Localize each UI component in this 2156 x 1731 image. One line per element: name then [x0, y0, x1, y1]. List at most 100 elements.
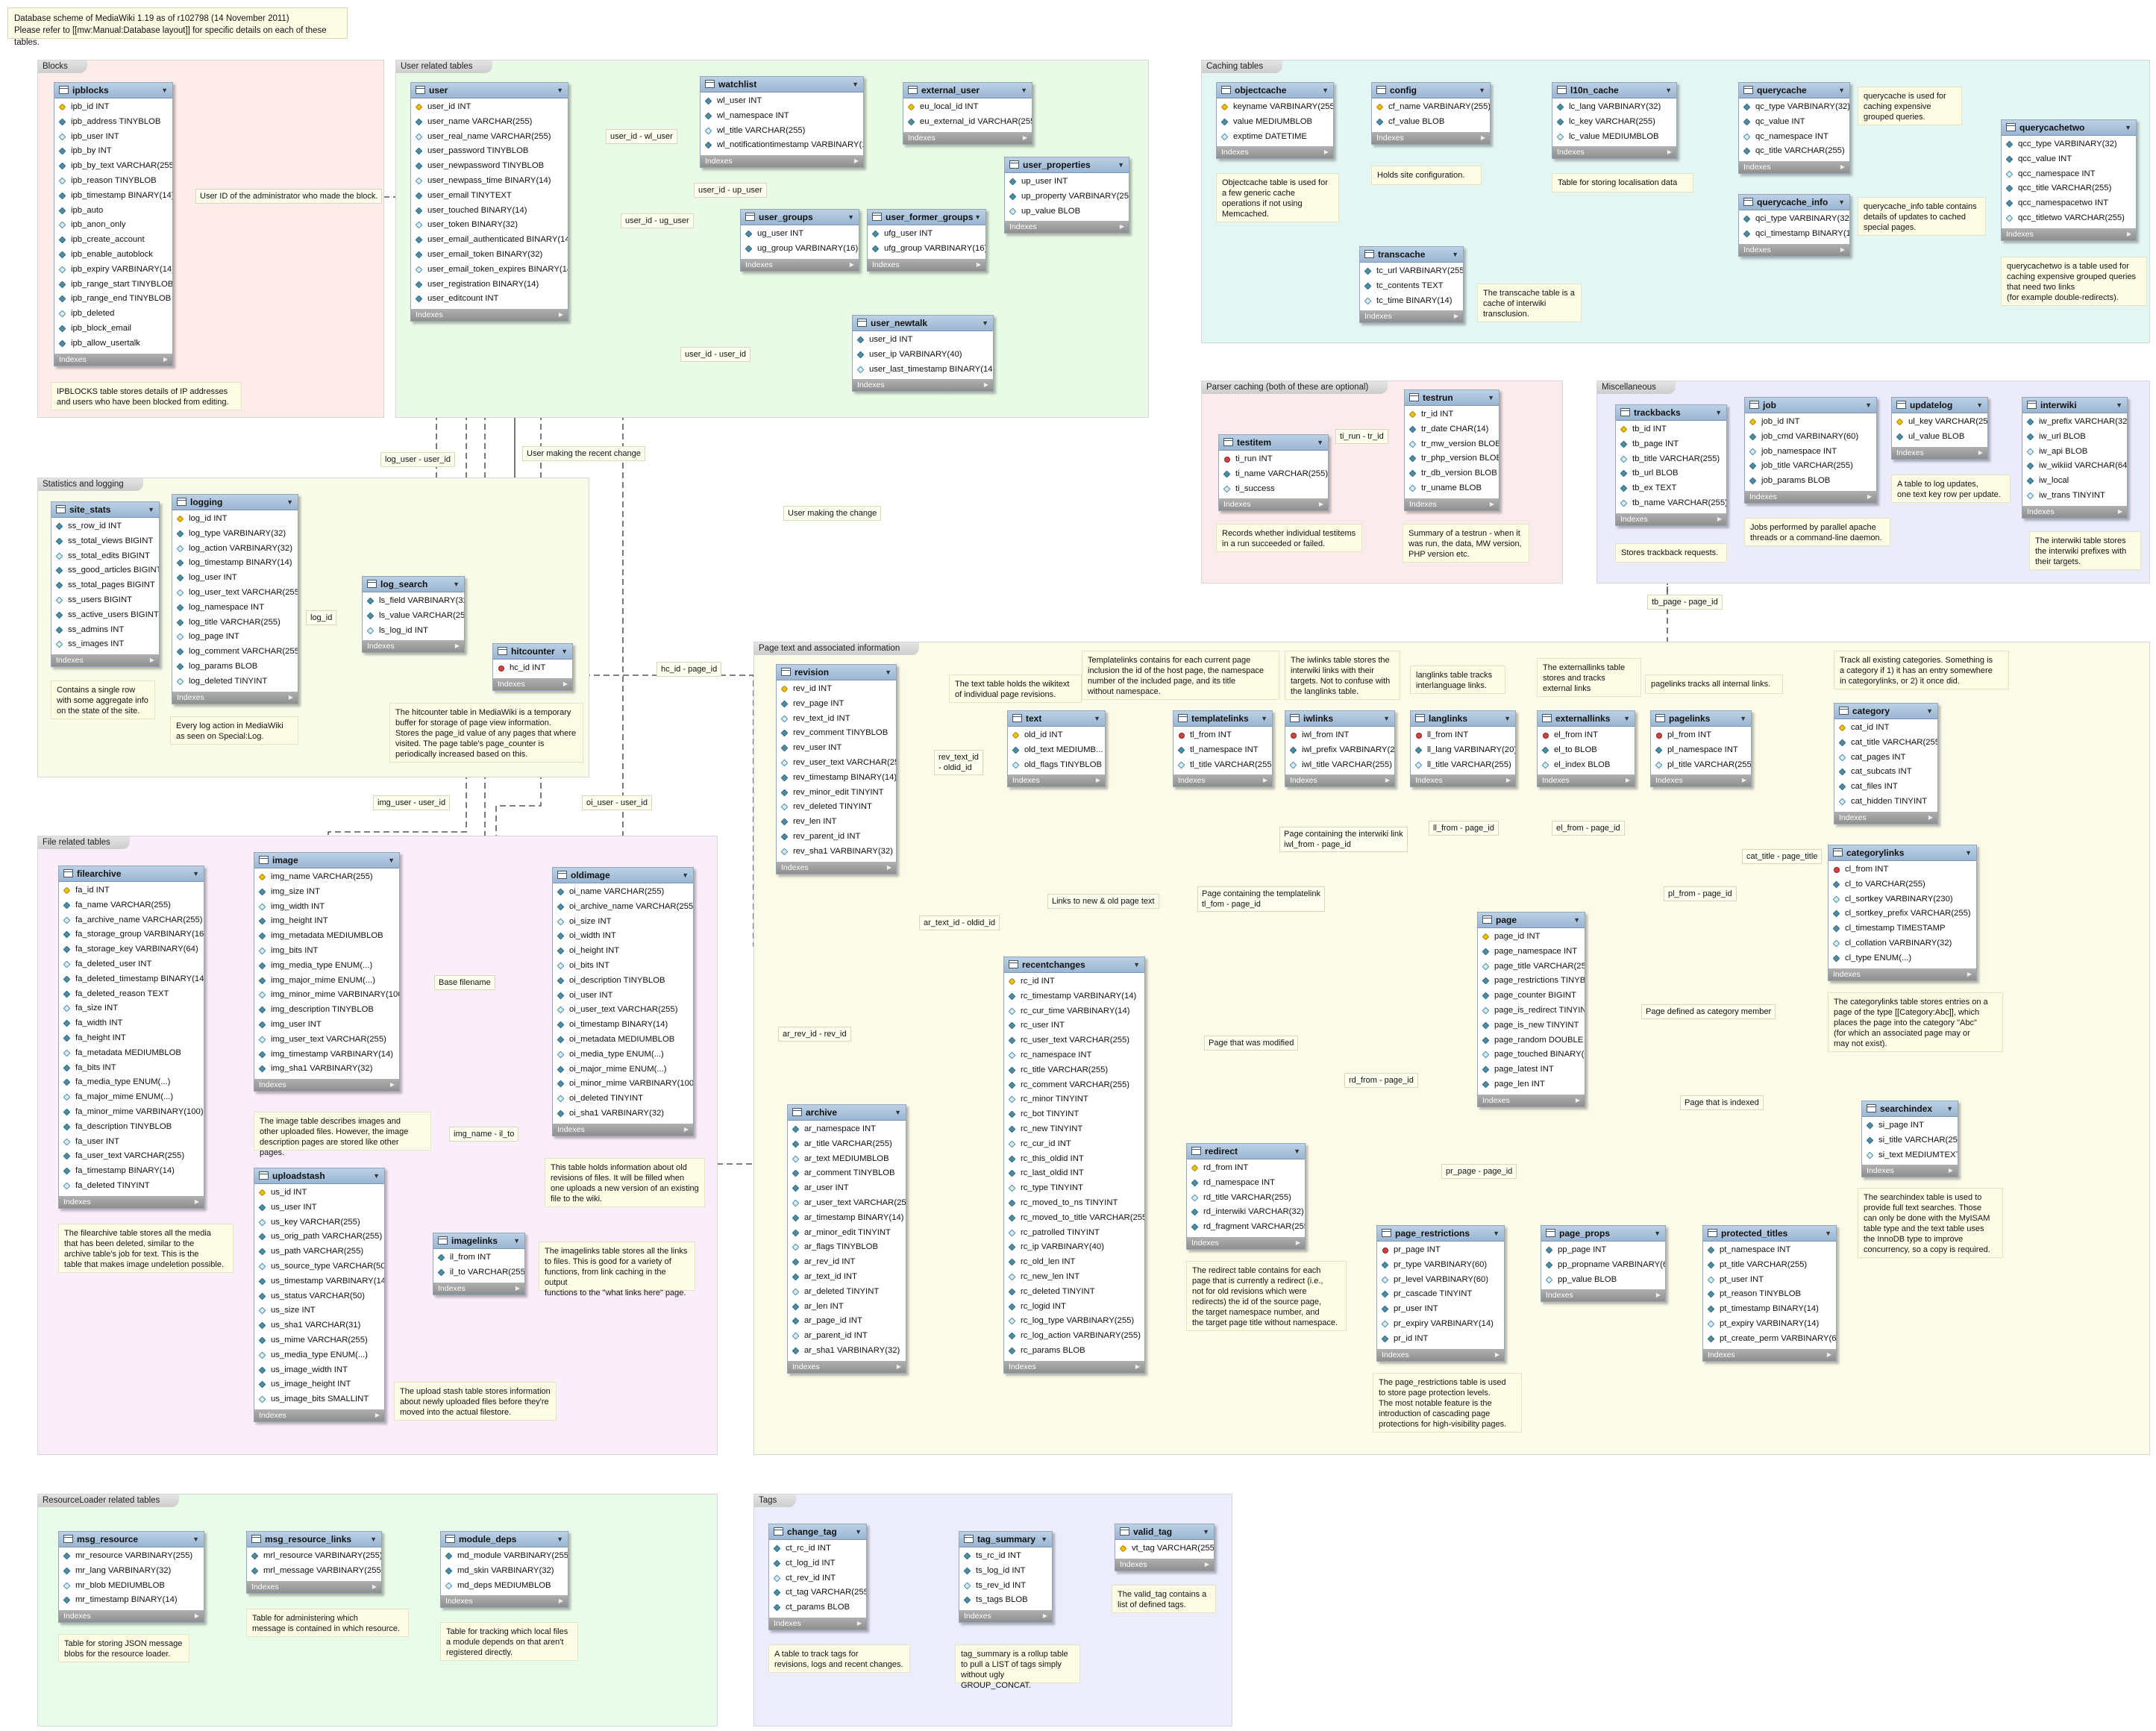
collapse-arrow-icon[interactable]: ▼: [1623, 715, 1630, 722]
collapse-arrow-icon[interactable]: ▼: [1488, 394, 1494, 401]
table-header[interactable]: page▼: [1478, 913, 1585, 928]
collapse-arrow-icon[interactable]: ▼: [1383, 715, 1390, 722]
collapse-arrow-icon[interactable]: ▼: [1294, 1148, 1300, 1155]
collapse-arrow-icon[interactable]: ▼: [682, 871, 689, 879]
table-header[interactable]: archive▼: [788, 1105, 906, 1121]
indexes-bar[interactable]: Indexes: [1217, 146, 1333, 159]
collapse-arrow-icon[interactable]: ▼: [557, 87, 563, 94]
collapse-arrow-icon[interactable]: ▼: [974, 213, 981, 221]
table-header[interactable]: pagelinks▼: [1651, 711, 1751, 727]
indexes-bar[interactable]: Indexes: [1739, 161, 1849, 174]
table-querycache[interactable]: querycache▼qc_type VARBINARY(32)qc_value…: [1738, 82, 1850, 175]
indexes-bar[interactable]: Indexes: [777, 861, 896, 874]
indexes-bar[interactable]: Indexes: [1651, 774, 1751, 787]
collapse-arrow-icon[interactable]: ▼: [852, 81, 859, 88]
table-header[interactable]: valid_tag▼: [1115, 1524, 1214, 1540]
indexes-bar[interactable]: Indexes: [54, 353, 172, 366]
collapse-arrow-icon[interactable]: ▼: [1493, 1230, 1500, 1237]
table-msg-resource-links[interactable]: msg_resource_links▼mrl_resource VARBINAR…: [246, 1531, 382, 1594]
table-header[interactable]: tag_summary▼: [959, 1532, 1052, 1547]
collapse-arrow-icon[interactable]: ▼: [1322, 87, 1329, 94]
table-module-deps[interactable]: module_deps▼md_module VARBINARY(255)md_s…: [440, 1531, 568, 1609]
table-header[interactable]: templatelinks▼: [1173, 711, 1272, 727]
table-header[interactable]: hitcounter▼: [493, 644, 572, 660]
table-header[interactable]: trackbacks▼: [1616, 405, 1726, 421]
table-querycachetwo[interactable]: querycachetwo▼qcc_type VARBINARY(32)qcc_…: [2001, 119, 2137, 241]
table-header[interactable]: transcache▼: [1360, 247, 1463, 263]
collapse-arrow-icon[interactable]: ▼: [1976, 401, 1983, 409]
indexes-bar[interactable]: Indexes: [959, 1610, 1052, 1623]
collapse-arrow-icon[interactable]: ▼: [1041, 1536, 1047, 1543]
table-querycache-info[interactable]: querycache_info▼qci_type VARBINARY(32)qc…: [1738, 194, 1850, 257]
table-header[interactable]: protected_titles▼: [1703, 1226, 1836, 1242]
table-header[interactable]: image▼: [254, 853, 399, 868]
table-header[interactable]: querycache_info▼: [1739, 195, 1849, 210]
collapse-arrow-icon[interactable]: ▼: [192, 1536, 199, 1543]
table-l10n-cache[interactable]: l10n_cache▼lc_lang VARBINARY(32)lc_key V…: [1552, 82, 1677, 160]
indexes-bar[interactable]: Indexes: [1173, 774, 1272, 787]
table-header[interactable]: page_restrictions▼: [1377, 1226, 1504, 1242]
indexes-bar[interactable]: Indexes: [1834, 811, 1937, 824]
indexes-bar[interactable]: Indexes: [1541, 1289, 1665, 1302]
indexes-bar[interactable]: Indexes: [1739, 243, 1849, 256]
table-header[interactable]: log_search▼: [363, 577, 464, 592]
collapse-arrow-icon[interactable]: ▼: [1825, 1230, 1831, 1237]
collapse-arrow-icon[interactable]: ▼: [1133, 961, 1140, 968]
indexes-bar[interactable]: Indexes: [1862, 1165, 1958, 1177]
table-header[interactable]: page_props▼: [1541, 1226, 1665, 1242]
table-header[interactable]: recentchanges▼: [1004, 957, 1144, 973]
indexes-bar[interactable]: Indexes: [493, 677, 572, 690]
table-header[interactable]: site_stats▼: [51, 502, 159, 518]
table-header[interactable]: user_groups▼: [741, 210, 859, 225]
indexes-bar[interactable]: Indexes: [51, 654, 159, 667]
collapse-arrow-icon[interactable]: ▼: [847, 213, 854, 221]
indexes-bar[interactable]: Indexes: [1745, 490, 1876, 503]
indexes-bar[interactable]: Indexes: [433, 1282, 524, 1295]
table-header[interactable]: testitem▼: [1219, 435, 1328, 451]
collapse-arrow-icon[interactable]: ▼: [1573, 916, 1580, 924]
table-header[interactable]: change_tag▼: [769, 1524, 866, 1540]
table-header[interactable]: categorylinks▼: [1828, 845, 1976, 861]
collapse-arrow-icon[interactable]: ▼: [1965, 849, 1972, 857]
collapse-arrow-icon[interactable]: ▼: [513, 1237, 520, 1245]
table-header[interactable]: iwlinks▼: [1285, 711, 1394, 727]
table-header[interactable]: testrun▼: [1405, 390, 1499, 406]
table-valid-tag[interactable]: valid_tag▼vt_tag VARCHAR(255)Indexes: [1115, 1524, 1215, 1571]
collapse-arrow-icon[interactable]: ▼: [1118, 161, 1124, 169]
indexes-bar[interactable]: Indexes: [2022, 505, 2127, 518]
table-header[interactable]: watchlist▼: [701, 77, 863, 93]
table-header[interactable]: user_newtalk▼: [853, 316, 993, 331]
table-header[interactable]: ipblocks▼: [54, 83, 172, 98]
indexes-bar[interactable]: Indexes: [172, 691, 298, 704]
indexes-bar[interactable]: Indexes: [411, 309, 568, 322]
collapse-arrow-icon[interactable]: ▼: [148, 506, 154, 513]
collapse-arrow-icon[interactable]: ▼: [1094, 715, 1100, 722]
collapse-arrow-icon[interactable]: ▼: [388, 857, 395, 864]
indexes-bar[interactable]: Indexes: [1411, 774, 1515, 787]
indexes-bar[interactable]: Indexes: [1828, 968, 1976, 980]
collapse-arrow-icon[interactable]: ▼: [161, 87, 168, 94]
indexes-bar[interactable]: Indexes: [247, 1580, 381, 1593]
table-header[interactable]: l10n_cache▼: [1552, 83, 1676, 98]
collapse-arrow-icon[interactable]: ▼: [1654, 1230, 1661, 1237]
